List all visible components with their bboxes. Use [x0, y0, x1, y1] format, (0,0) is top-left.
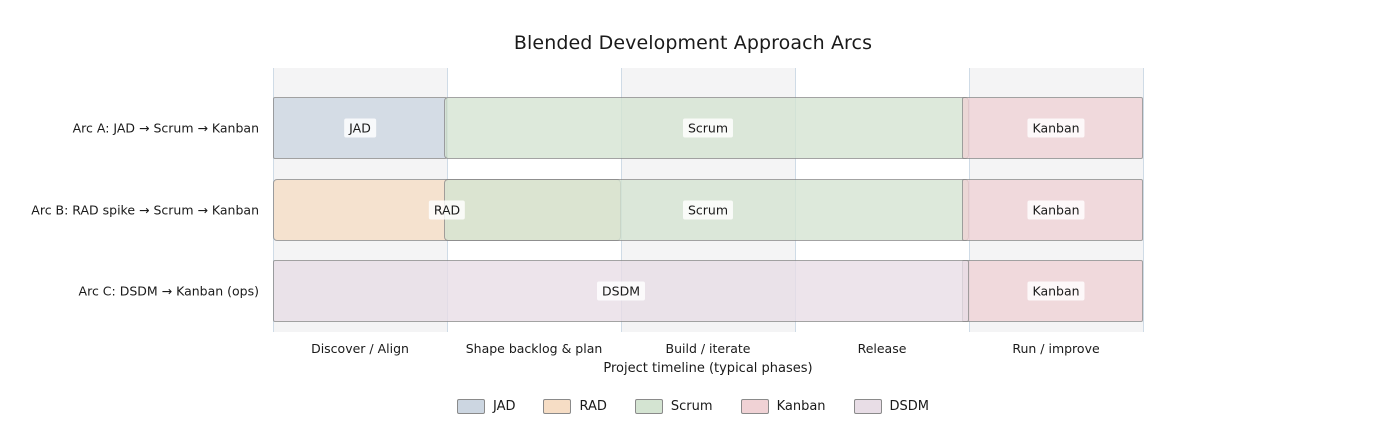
legend-item-jad[interactable]: JAD [456, 399, 516, 414]
legend-item-scrum[interactable]: Scrum [634, 399, 713, 414]
legend-item-kanban[interactable]: Kanban [740, 399, 826, 414]
legend-label-rad: RAD [579, 399, 607, 414]
bar-kanban-row1[interactable] [962, 179, 1143, 241]
legend-swatch-kanban [740, 399, 769, 414]
y-tick-label-0: Arc A: JAD → Scrum → Kanban [72, 120, 259, 136]
x-tick-label-1: Shape backlog & plan [465, 341, 603, 356]
x-tick-label-4: Run / improve [1012, 341, 1100, 356]
chart-legend: JAD RAD Scrum Kanban DSDM [0, 399, 1386, 414]
legend-item-dsdm[interactable]: DSDM [853, 399, 930, 414]
legend-swatch-rad [543, 399, 572, 414]
x-tick-label-3: Release [857, 341, 907, 356]
legend-swatch-jad [456, 399, 485, 414]
legend-label-scrum: Scrum [670, 399, 713, 414]
bar-kanban-row2[interactable] [962, 260, 1143, 322]
bar-jad-row0[interactable] [273, 97, 447, 159]
y-tick-label-1: Arc B: RAD spike → Scrum → Kanban [31, 202, 259, 218]
bar-scrum-row0[interactable] [443, 97, 969, 159]
legend-swatch-dsdm [853, 399, 882, 414]
x-axis-label: Project timeline (typical phases) [603, 361, 813, 376]
legend-swatch-scrum [634, 399, 663, 414]
chart-title: Blended Development Approach Arcs [513, 32, 873, 54]
bar-kanban-row0[interactable] [962, 97, 1143, 159]
legend-label-kanban: Kanban [776, 399, 826, 414]
x-tick-label-0: Discover / Align [311, 341, 409, 356]
legend-label-jad: JAD [492, 399, 516, 414]
bar-scrum-row1[interactable] [443, 179, 969, 241]
y-tick-label-2: Arc C: DSDM → Kanban (ops) [78, 283, 259, 299]
gridline-5 [1143, 68, 1144, 332]
x-tick-label-2: Build / iterate [665, 341, 751, 356]
legend-item-rad[interactable]: RAD [543, 399, 607, 414]
legend-label-dsdm: DSDM [889, 399, 930, 414]
bar-dsdm-row2[interactable] [273, 260, 969, 322]
